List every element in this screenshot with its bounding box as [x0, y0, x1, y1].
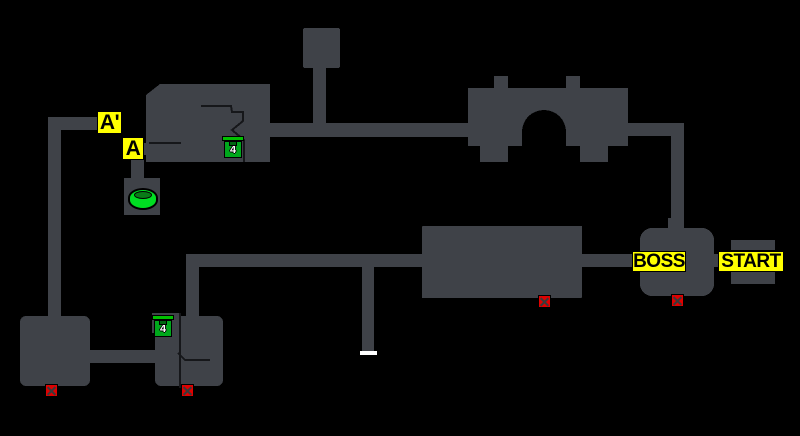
corridor-center-left — [186, 254, 436, 267]
room-center-large — [422, 226, 582, 298]
corridor-top-stub — [313, 62, 326, 126]
chest-lid-icon — [152, 315, 174, 320]
label-boss[interactable]: BOSS — [632, 251, 686, 272]
corridor-right-down — [671, 123, 684, 248]
corridor-left-vertical — [48, 117, 61, 317]
label-a-prime[interactable]: A' — [97, 111, 122, 134]
x-marker-icon[interactable] — [671, 294, 684, 307]
corridor-right-exit — [626, 123, 684, 136]
interior-wall-group — [149, 105, 245, 388]
chest-icon[interactable]: 4 — [152, 315, 174, 337]
x-marker-icon[interactable] — [45, 384, 58, 397]
door-stub-south — [360, 351, 377, 355]
room-start-upper — [731, 240, 775, 250]
room-bottom-mid — [155, 316, 223, 386]
wall-bottom-mid-ledge — [177, 352, 210, 361]
room-upper-large — [146, 84, 270, 162]
room-bottom-left — [20, 316, 90, 386]
room-right-arched — [468, 76, 628, 162]
label-a[interactable]: A — [122, 137, 144, 160]
corridor-a-down — [131, 155, 144, 183]
corridor-center-to-boss — [578, 254, 642, 267]
ring-icon[interactable] — [128, 188, 158, 210]
corridor-center-left-down — [186, 254, 199, 326]
room-group — [20, 28, 775, 386]
x-marker-icon[interactable] — [181, 384, 194, 397]
chest-latch-icon — [159, 320, 167, 325]
chest-lid-icon — [222, 136, 244, 141]
label-start[interactable]: START — [718, 251, 784, 272]
corridor-south-stub — [362, 260, 374, 352]
chest-icon[interactable]: 4 — [222, 136, 244, 158]
chest-count: 4 — [229, 144, 237, 156]
x-marker-icon[interactable] — [538, 295, 551, 308]
room-top-small — [303, 28, 340, 68]
chest-latch-icon — [229, 141, 237, 146]
room-start-lower — [731, 272, 775, 284]
chest-count: 4 — [159, 323, 167, 335]
door-group — [360, 351, 377, 355]
corridor-a-prime-stub — [48, 117, 108, 130]
ring-inner-icon — [134, 191, 152, 199]
corridor-upper-right — [262, 123, 472, 137]
